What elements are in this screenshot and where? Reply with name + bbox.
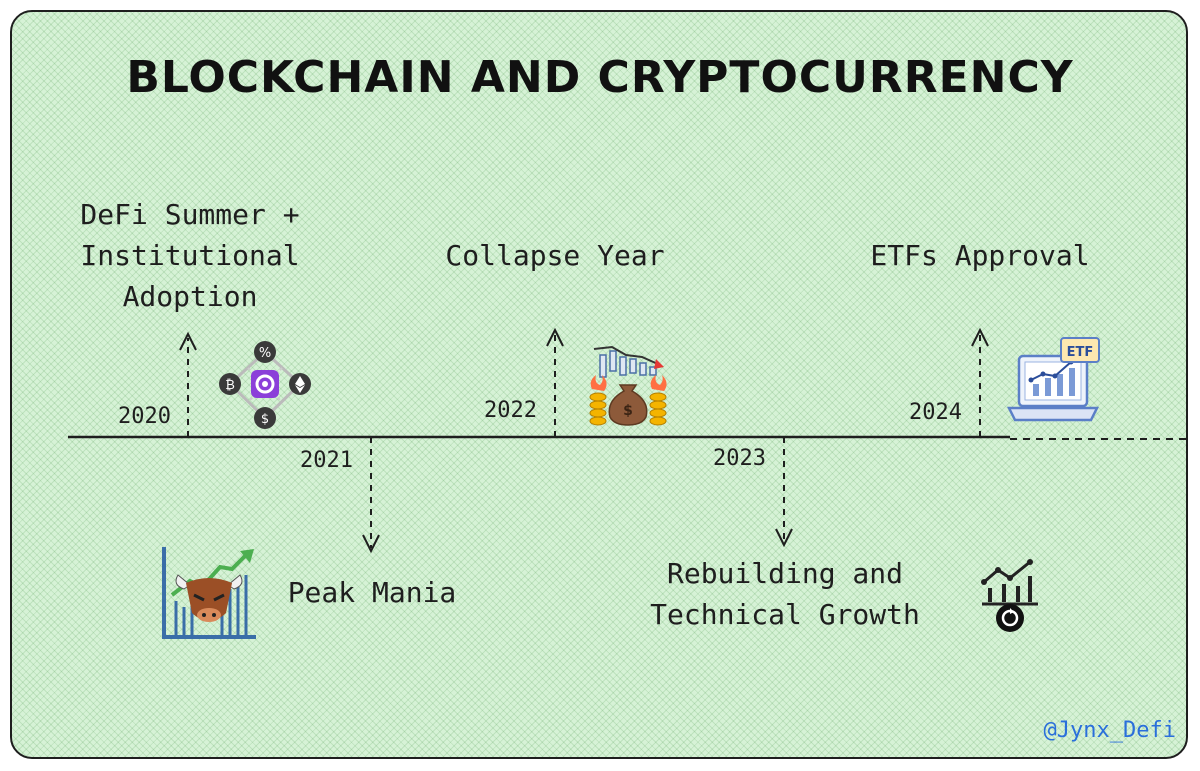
arrow-head-2024: [971, 327, 989, 347]
market-crash-icon: $: [589, 345, 667, 426]
svg-text:%: %: [259, 346, 271, 361]
bull-market-icon: [162, 547, 256, 639]
arrow-head-2021: [362, 534, 380, 554]
year-2022: 2022: [484, 398, 537, 423]
timeline-card: [10, 10, 1188, 759]
event-label-line: Rebuilding and: [666, 557, 903, 590]
arrow-head-2023: [775, 528, 793, 548]
svg-text:$: $: [623, 403, 633, 419]
defi-icon: % ₿ $: [219, 341, 311, 429]
growth-chart-icon: [981, 559, 1038, 632]
page-title: BLOCKCHAIN AND CRYPTOCURRENCY: [126, 52, 1074, 103]
event-label-2020: DeFi Summer + Institutional Adoption: [60, 194, 320, 317]
year-2021: 2021: [300, 448, 353, 473]
event-label-line: Institutional: [80, 239, 300, 272]
event-label-2024: ETFs Approval: [855, 235, 1105, 276]
author-handle: @Jynx_Defi: [1043, 718, 1176, 743]
event-label-line: DeFi Summer +: [80, 198, 300, 231]
year-2020: 2020: [118, 404, 171, 429]
event-label-2021: Peak Mania: [272, 572, 472, 613]
year-2024: 2024: [909, 400, 962, 425]
event-label-2022: Collapse Year: [430, 235, 680, 276]
svg-text:$: $: [261, 412, 269, 427]
event-label-2023: Rebuilding and Technical Growth: [630, 553, 940, 635]
event-label-line: Collapse Year: [445, 239, 665, 272]
event-label-line: ETFs Approval: [870, 239, 1090, 272]
event-label-line: Adoption: [122, 280, 258, 313]
svg-text:₿: ₿: [225, 378, 235, 393]
event-label-line: Peak Mania: [287, 576, 457, 609]
event-label-line: Technical Growth: [650, 598, 920, 631]
year-2023: 2023: [713, 446, 766, 471]
arrow-head-2020: [179, 331, 197, 351]
etf-laptop-icon: ETF: [1006, 337, 1100, 422]
svg-text:ETF: ETF: [1067, 345, 1094, 360]
arrow-head-2022: [546, 327, 564, 347]
